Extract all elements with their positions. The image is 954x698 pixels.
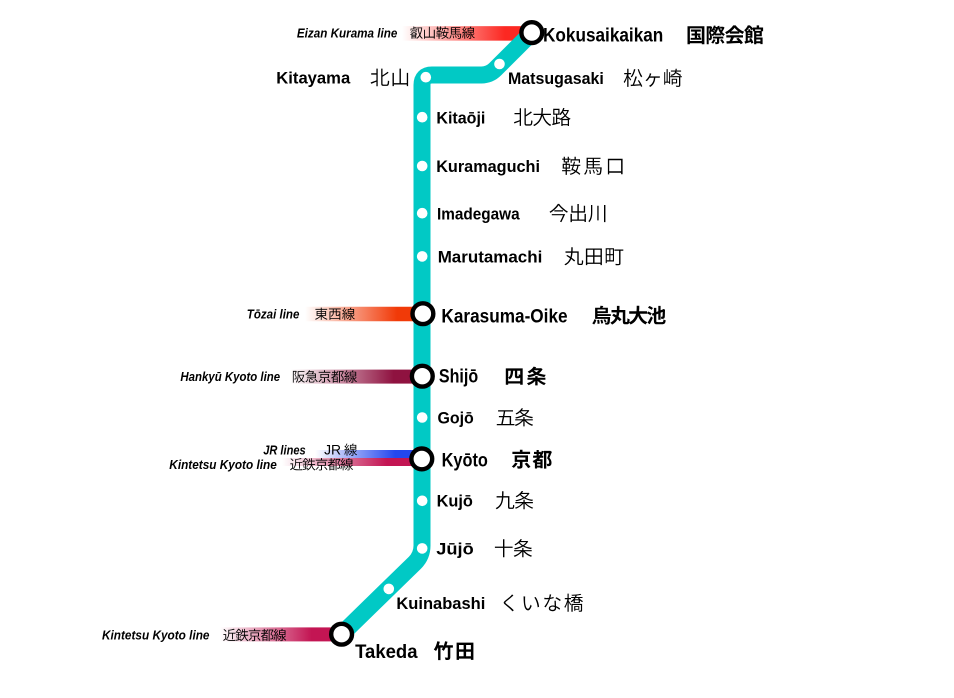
svg-text:Kuinabashi: Kuinabashi [396, 594, 485, 613]
svg-text:Kokusaikaikan: Kokusaikaikan [543, 25, 663, 47]
svg-text:Kyōto: Kyōto [442, 449, 488, 471]
svg-text:Takeda: Takeda [355, 641, 418, 663]
svg-text:Eizan Kurama line: Eizan Kurama line [297, 26, 398, 40]
svg-text:Kuramaguchi: Kuramaguchi [436, 157, 540, 176]
svg-text:Matsugasaki: Matsugasaki [508, 69, 604, 88]
svg-text:Gojō: Gojō [438, 409, 474, 428]
svg-text:Kitaōji: Kitaōji [436, 108, 485, 127]
svg-text:Kujō: Kujō [437, 491, 473, 510]
svg-text:Hankyū Kyoto line: Hankyū Kyoto line [180, 370, 280, 384]
svg-text:Kitayama: Kitayama [276, 69, 350, 88]
svg-text:Tōzai line: Tōzai line [247, 307, 300, 321]
svg-text:Imadegawa: Imadegawa [437, 204, 520, 223]
svg-text:Shijō: Shijō [439, 366, 478, 388]
svg-text:Kintetsu Kyoto line: Kintetsu Kyoto line [169, 458, 277, 472]
svg-text:JR: JR [324, 443, 341, 458]
svg-text:Jūjō: Jūjō [436, 540, 473, 559]
svg-text:Marutamachi: Marutamachi [438, 248, 543, 267]
svg-text:Karasuma-Oike: Karasuma-Oike [441, 305, 567, 327]
svg-text:Kintetsu Kyoto line: Kintetsu Kyoto line [102, 629, 210, 643]
svg-text:JR lines: JR lines [263, 443, 306, 457]
